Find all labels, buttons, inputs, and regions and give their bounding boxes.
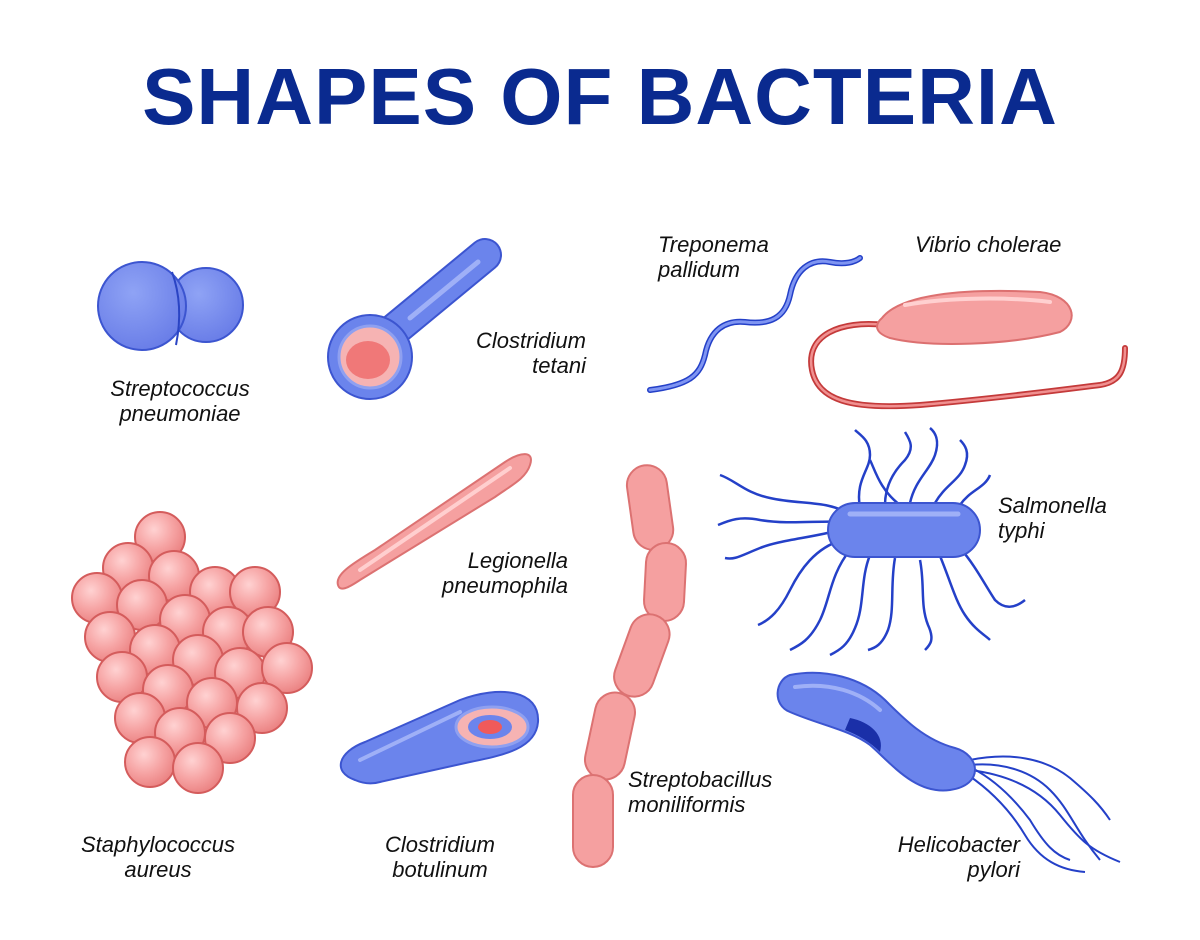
clostridium-botulinum-illustration	[339, 690, 540, 785]
helicobacter-body	[776, 671, 976, 792]
legionella-illustration	[336, 453, 532, 590]
streptobacillus-illustration	[572, 464, 687, 868]
salmonella-illustration	[717, 427, 1026, 657]
helicobacter-flagella	[967, 755, 1121, 873]
vibrio-illustration	[808, 289, 1128, 410]
staphylococcus-illustration	[71, 511, 313, 794]
clostridium-tetani-illustration	[327, 238, 502, 400]
label-vibrio: Vibrio cholerae	[915, 232, 1062, 257]
streptococcus-illustration	[97, 261, 244, 351]
treponema-illustration	[647, 255, 863, 393]
salmonella-body	[827, 502, 981, 558]
page-title: SHAPES OF BACTERIA	[142, 52, 1058, 141]
